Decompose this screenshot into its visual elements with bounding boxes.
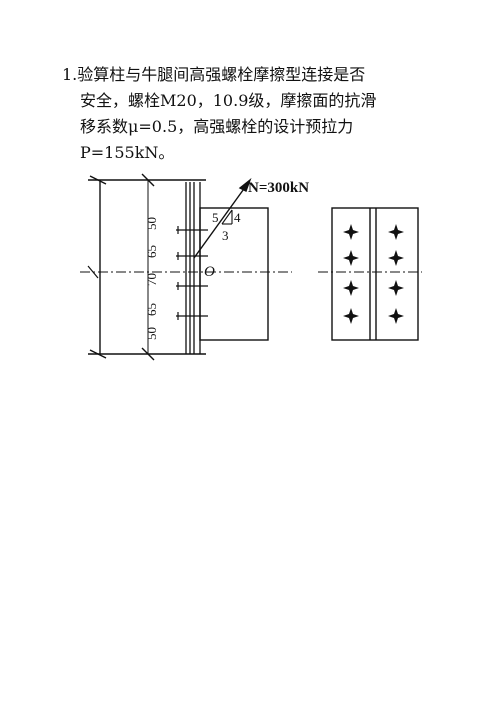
dim-1: 50: [144, 217, 159, 230]
dim-4: 65: [144, 303, 159, 316]
bolt-marker: [343, 280, 359, 296]
connection-figure: N=300kN 5 4 3 O 50 65 70 65 50: [80, 168, 440, 373]
column-flange: [185, 182, 201, 354]
connection-drawing: N=300kN 5 4 3 O 50 65 70 65 50: [80, 173, 422, 361]
force-arrow: [193, 177, 252, 259]
origin-label: O: [204, 264, 215, 280]
plan-view: [331, 207, 419, 341]
dim-2: 65: [144, 245, 159, 258]
problem-line-4: P=155kN。: [80, 143, 175, 162]
bolt-marker: [343, 308, 359, 324]
dim-5: 50: [144, 327, 159, 340]
bolt-pattern: [343, 224, 404, 324]
force-label: N=300kN: [248, 180, 309, 196]
problem-statement: 1.验算柱与牛腿间高强螺栓摩擦型连接是否 安全，螺栓M20，10.9级，摩擦面的…: [62, 62, 442, 166]
problem-line-1: 1.验算柱与牛腿间高强螺栓摩擦型连接是否: [62, 65, 366, 84]
bolt-marker: [343, 224, 359, 240]
bolt-marker: [343, 250, 359, 266]
problem-line-2: 安全，螺栓M20，10.9级，摩擦面的抗滑: [80, 91, 377, 110]
bolt-rows: [176, 226, 208, 320]
slope-triangle: [221, 209, 233, 225]
dim-3: 70: [144, 273, 159, 286]
bolt-marker: [388, 250, 404, 266]
bolt-marker: [388, 280, 404, 296]
bracket-plate: [199, 207, 269, 341]
problem-number: 1.: [62, 65, 78, 84]
slope-hyp: 5: [212, 210, 219, 225]
bolt-marker: [388, 308, 404, 324]
slope-run: 3: [222, 228, 229, 243]
column-elevation: [88, 173, 206, 361]
slope-rise: 4: [234, 210, 241, 225]
bolt-marker: [388, 224, 404, 240]
problem-line-3: 移系数μ=0.5，高强螺栓的设计预拉力: [80, 117, 354, 136]
dimension-chain: 50 65 70 65 50: [144, 217, 159, 340]
